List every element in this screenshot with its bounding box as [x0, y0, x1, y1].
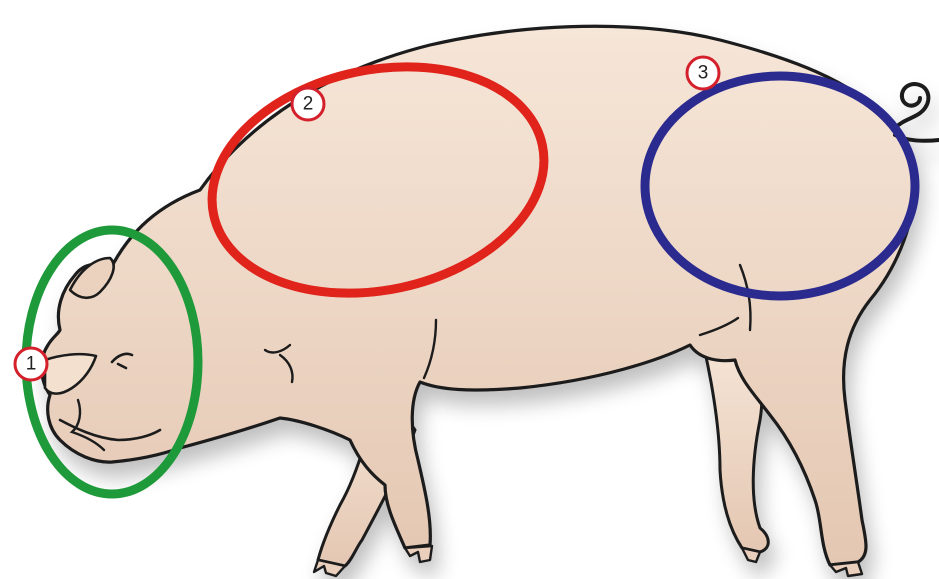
region-2-badge: 2 [292, 88, 324, 120]
region-1-badge: 1 [15, 348, 47, 380]
region-3-label: 3 [698, 63, 709, 84]
region-1-label: 1 [26, 354, 37, 375]
pig-body [41, 26, 939, 576]
region-3-badge: 3 [687, 57, 719, 89]
back-hoof [830, 562, 862, 576]
front-hoof [405, 546, 432, 562]
region-2-label: 2 [303, 94, 314, 115]
pig-tail [895, 84, 928, 128]
